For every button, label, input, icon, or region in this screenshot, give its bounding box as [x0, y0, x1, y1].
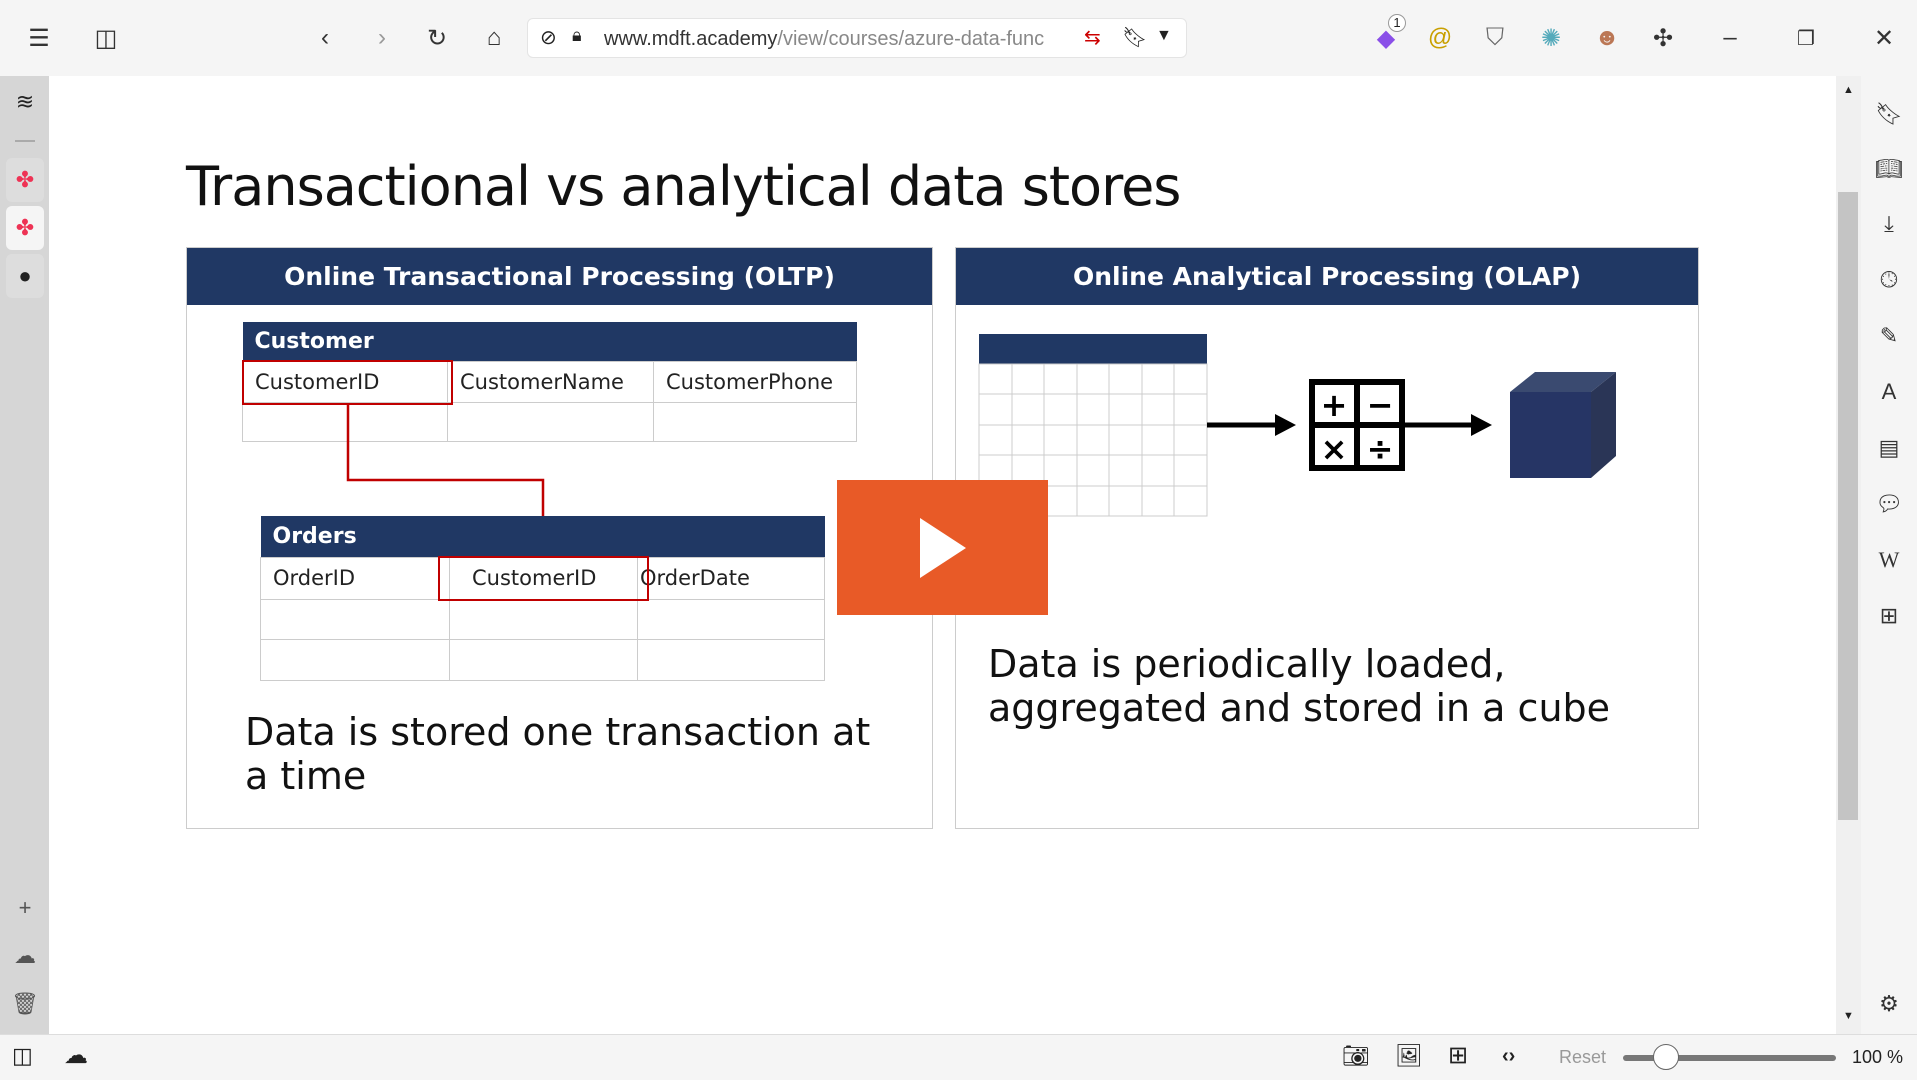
extension-at-icon[interactable]: @	[1427, 24, 1453, 51]
panel-app-icon[interactable]: ✤	[6, 158, 44, 202]
empty-cell	[449, 638, 638, 681]
cube-icon	[1510, 372, 1616, 478]
dropdown-icon[interactable]: ▼	[1156, 27, 1172, 44]
arrow-to-cube	[1402, 414, 1492, 436]
empty-cell	[637, 638, 825, 681]
sidebar-toggle-icon[interactable]: ◫	[94, 24, 118, 52]
trash-icon[interactable]: 🗑︎	[11, 991, 39, 1016]
cloud-icon[interactable]: ☁	[14, 943, 36, 968]
svg-text:÷: ÷	[1367, 430, 1394, 468]
empty-cell	[447, 401, 654, 442]
address-bar[interactable]: ⊘ 🔒︎ www.mdft.academy/view/courses/azure…	[527, 18, 1187, 58]
extension-badge: 1	[1388, 14, 1406, 32]
lock-icon[interactable]: 🔒︎	[572, 25, 582, 45]
calendar-icon[interactable]: ▤	[1878, 435, 1900, 460]
scrollbar-thumb[interactable]	[1838, 192, 1858, 820]
oltp-caption: Data is stored one transaction at a time	[245, 710, 871, 798]
empty-cell	[653, 401, 857, 442]
back-icon[interactable]: ‹	[321, 24, 329, 51]
tiling-icon[interactable]: ⊞	[1448, 1042, 1469, 1069]
add-panel-icon[interactable]: +	[18, 895, 32, 920]
url-host: www.mdft.academy	[604, 28, 778, 50]
divider	[15, 140, 35, 142]
extension-gem-icon[interactable]: ◆	[1376, 24, 1396, 52]
extensions-puzzle-icon[interactable]: ✣	[1652, 24, 1674, 52]
bookmark-icon[interactable]: 🔖︎	[1122, 27, 1148, 49]
forward-icon[interactable]: ›	[378, 24, 386, 51]
translate-panel-icon[interactable]: A	[1881, 379, 1897, 404]
menu-icon[interactable]: ☰	[28, 24, 50, 52]
zoom-reset-button[interactable]: Reset	[1559, 1047, 1607, 1067]
chat-icon[interactable]: 💬︎	[1875, 491, 1903, 516]
column-customer-id: CustomerID	[242, 360, 448, 403]
arrow-to-aggregate	[1207, 414, 1296, 436]
scroll-up-icon[interactable]: ▲	[1843, 84, 1854, 96]
empty-cell	[242, 401, 448, 442]
svg-text:−: −	[1367, 386, 1394, 424]
url-path: /view/courses/azure-data-func	[777, 28, 1045, 50]
right-sidebar: 🔖︎ 📖︎ ⤓ 🕓︎ ✎ A ▤ 💬︎ W ⊞ ⚙	[1861, 76, 1917, 1034]
reload-icon[interactable]: ↻	[426, 24, 448, 52]
browser-toolbar: ☰ ◫ ‹ › ↻ ⌂ ⊘ 🔒︎ www.mdft.academy/view/c…	[0, 0, 1917, 76]
orders-table-title: Orders	[260, 516, 825, 557]
relationship-connector	[346, 405, 545, 516]
status-bar: ◫ ☁ 📷︎ 🖼︎ ⊞ ‹› Reset 100 %	[0, 1034, 1917, 1080]
svg-text:×: ×	[1321, 430, 1348, 468]
reading-list-icon[interactable]: 📖︎	[1875, 156, 1903, 181]
zoom-level: 100 %	[1852, 1047, 1904, 1067]
bookmarks-icon[interactable]: 🔖︎	[1875, 101, 1903, 126]
notes-icon[interactable]: ✎	[1879, 323, 1899, 348]
extension-face-icon[interactable]: ☻	[1594, 24, 1620, 51]
ublock-icon[interactable]: ⛉	[1486, 24, 1504, 51]
home-icon[interactable]: ⌂	[486, 24, 502, 51]
tracking-off-icon[interactable]: ⊘	[540, 27, 557, 49]
left-sidebar: ≋ ✤ ✤ ● + ☁ 🗑︎	[0, 76, 49, 1034]
oltp-header: Online Transactional Processing (OLTP)	[187, 248, 932, 305]
column-order-date: OrderDate	[637, 556, 825, 600]
customer-table-title: Customer	[242, 322, 857, 361]
url-text[interactable]: www.mdft.academy/view/courses/azure-data…	[604, 28, 1074, 51]
github-icon[interactable]: ●	[6, 254, 44, 298]
add-web-panel-icon[interactable]: ⊞	[1879, 603, 1899, 628]
panel-app-icon-active[interactable]: ✤	[6, 206, 44, 250]
column-customer-phone: CustomerPhone	[653, 360, 857, 403]
column-order-id: OrderID	[260, 556, 450, 600]
restore-icon[interactable]: ❐	[1797, 27, 1815, 50]
empty-cell	[449, 598, 638, 640]
downloads-icon[interactable]: ⤓	[1884, 211, 1894, 236]
close-icon[interactable]: ✕	[1873, 24, 1895, 52]
empty-cell	[637, 598, 825, 640]
extension-octopus-icon[interactable]: ✺	[1540, 24, 1562, 52]
play-icon	[919, 517, 966, 578]
olap-caption: Data is periodically loaded, aggregated …	[988, 642, 1611, 730]
capture-icon[interactable]: 📷︎	[1342, 1043, 1370, 1068]
scroll-down-icon[interactable]: ▼	[1843, 1010, 1854, 1022]
zoom-slider[interactable]	[1623, 1055, 1836, 1061]
page-actions-icon[interactable]: ‹›	[1502, 1045, 1516, 1067]
sync-cloud-icon[interactable]: ☁	[64, 1042, 88, 1069]
foreign-key-highlight	[438, 556, 649, 601]
slide-title: Transactional vs analytical data stores	[186, 155, 1181, 218]
primary-key-highlight	[242, 360, 453, 405]
image-toggle-icon[interactable]: 🖼︎	[1395, 1043, 1423, 1068]
translate-icon[interactable]: ⇆	[1084, 27, 1101, 49]
calculator-icon	[1309, 379, 1405, 471]
empty-cell	[260, 638, 450, 681]
olap-header: Online Analytical Processing (OLAP)	[956, 248, 1698, 305]
column-customer-name: CustomerName	[447, 360, 654, 403]
minimize-icon[interactable]: –	[1723, 24, 1737, 51]
svg-text:+: +	[1321, 386, 1348, 424]
panel-toggle-icon[interactable]: ◫	[12, 1043, 33, 1068]
grid-header	[979, 334, 1207, 364]
zoom-slider-handle[interactable]	[1653, 1044, 1679, 1070]
layers-icon[interactable]: ≋	[15, 89, 35, 114]
wikipedia-icon[interactable]: W	[1878, 547, 1900, 572]
empty-cell	[260, 598, 450, 640]
play-button[interactable]	[837, 480, 1048, 615]
olap-diagram: +−× ÷	[978, 334, 1616, 517]
settings-icon[interactable]: ⚙	[1879, 991, 1899, 1016]
history-icon[interactable]: 🕓︎	[1880, 267, 1898, 292]
